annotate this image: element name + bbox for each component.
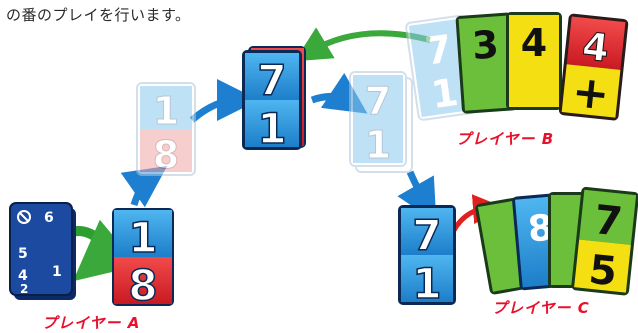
a-card-bottom-number: 8 <box>128 261 157 310</box>
deck-symbol-1: 1 <box>52 264 62 280</box>
draw-deck: 6 5 4 1 2 <box>9 202 76 300</box>
player-c-hand: 8 7 5 <box>475 186 638 296</box>
b-card2-top: 3 <box>471 22 500 68</box>
arrow-faded-to-center <box>189 79 259 123</box>
c-card-7: 7 <box>592 197 624 246</box>
caption-text: の番のプレイを行います。 <box>6 6 191 24</box>
faded71-bottom-number: 1 <box>365 123 391 167</box>
b-card1-top: 7 <box>422 26 454 73</box>
arrow-center-to-faded71 <box>310 72 368 114</box>
center-bottom-number: 1 <box>257 104 286 153</box>
center-pile: 7 1 <box>242 46 306 154</box>
b-card4-bottom: + <box>570 66 612 121</box>
player-c-played-card: 7 1 <box>398 205 456 309</box>
deck-symbol-2: 2 <box>20 282 28 296</box>
center-top-number: 7 <box>257 56 286 105</box>
c-played-top-number: 7 <box>412 211 441 260</box>
b-card3-top: 4 <box>521 21 547 65</box>
deck-symbol-5: 5 <box>18 246 28 262</box>
deck-symbol-4: 4 <box>18 268 28 284</box>
player-c-label: プレイヤー C <box>492 299 590 317</box>
player-a-card: 1 8 <box>112 208 174 311</box>
arrow-faded71-to-c <box>397 170 437 223</box>
faded18-bottom-number: 8 <box>153 133 179 177</box>
faded-card-71: 7 1 <box>349 71 413 173</box>
player-a-label: プレイヤー A <box>42 314 141 332</box>
faded71-top-number: 7 <box>365 79 391 123</box>
arrow-a-to-faded <box>120 165 168 208</box>
deck-symbol-6: 6 <box>44 210 54 226</box>
c-card-5: 5 <box>587 247 619 296</box>
b-card1-bottom: 1 <box>429 70 461 117</box>
player-b-hand: 7 1 3 4 4 + <box>405 12 629 121</box>
a-card-top-number: 1 <box>128 213 157 262</box>
faded18-top-number: 1 <box>153 89 179 133</box>
b-card4-top: 4 <box>580 24 611 71</box>
c-played-bottom-number: 1 <box>412 259 441 308</box>
player-b-label: プレイヤー B <box>456 130 555 148</box>
faded-card-18: 1 8 <box>136 82 196 178</box>
